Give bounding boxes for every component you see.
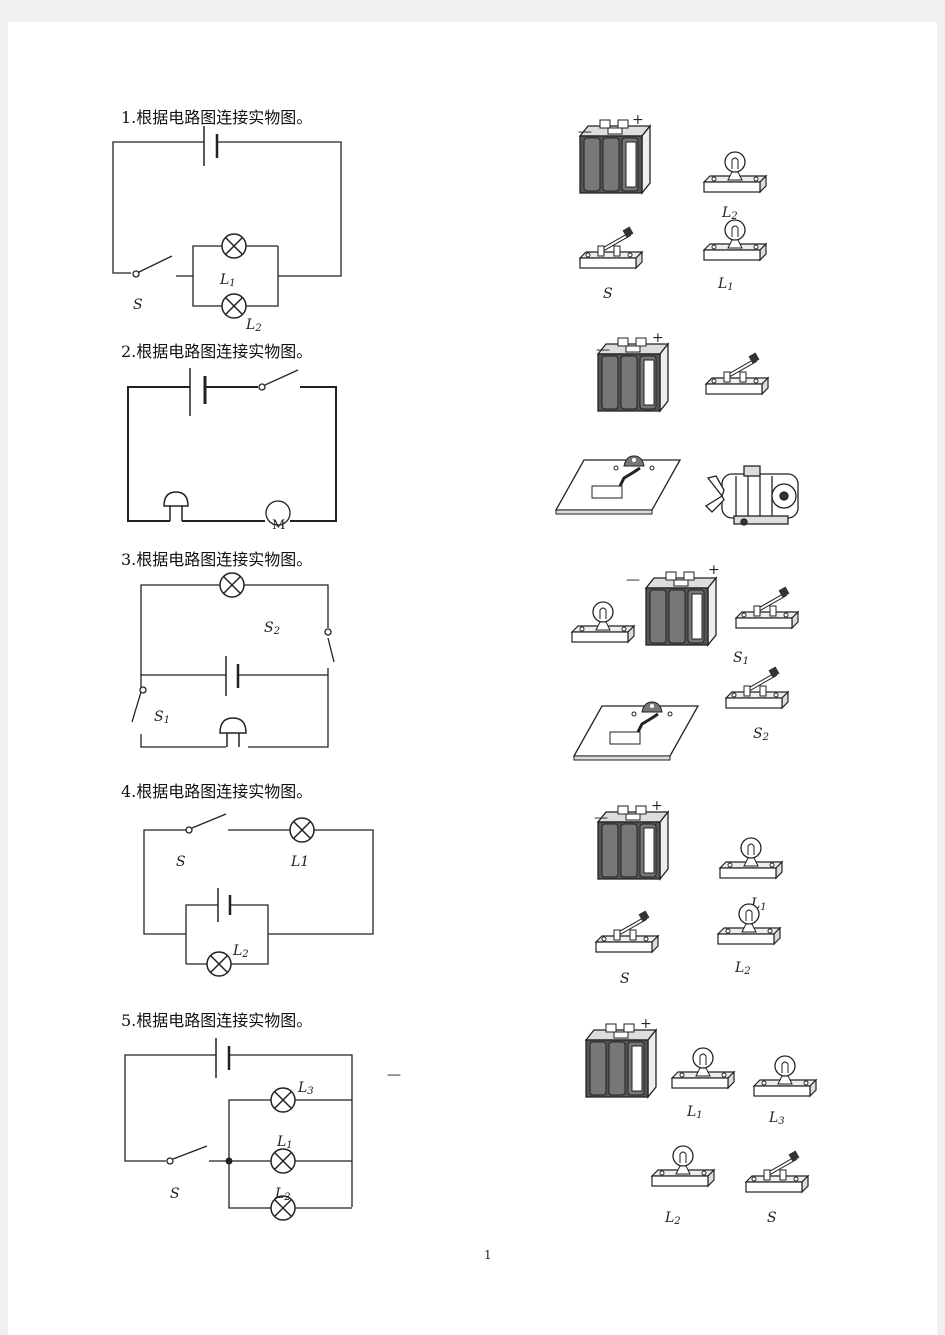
label-l2-obj-q1: L2 (721, 205, 738, 222)
label-l2-obj-q5: L2 (664, 1210, 681, 1227)
switch-object-q5 (744, 1148, 810, 1194)
lamp-object-l1-q5 (671, 1047, 735, 1089)
label-s-q1: S (133, 297, 143, 313)
electric-bell-object-q2 (554, 454, 682, 516)
electric-bell-object-q3 (572, 700, 700, 762)
label-l3-q5: L3 (297, 1080, 314, 1097)
lamp-object-l2-q4 (717, 903, 781, 945)
circuit-2 (127, 368, 337, 526)
switch-object-q2 (704, 350, 770, 396)
switch-object-s2-q3 (724, 664, 790, 710)
battery-object-q4 (597, 805, 669, 880)
battery-object-q3 (645, 571, 717, 646)
lamp-symbol-l1 (221, 233, 247, 259)
label-s2-q3: S2 (264, 620, 280, 637)
label-l1-q1: L1 (219, 272, 236, 289)
minus-sign: — (596, 342, 610, 358)
switch-object-q4 (594, 908, 660, 954)
label-s1-q3: S1 (154, 709, 170, 726)
label-s-q5: S (170, 1186, 180, 1202)
circuit-1 (112, 126, 342, 307)
label-s-obj-q1: S (603, 286, 613, 302)
lamp-object-l1-q1 (703, 219, 767, 261)
question-2-title: 2.根据电路图连接实物图。 (121, 342, 313, 361)
label-l2-q4: L2 (232, 943, 249, 960)
label-l2-q1: L2 (245, 317, 262, 334)
label-l3-obj-q5: L3 (768, 1110, 785, 1127)
question-1-title: 1.根据电路图连接实物图。 (121, 108, 313, 127)
question-3-title: 3.根据电路图连接实物图。 (121, 550, 313, 569)
minus-sign: — (626, 572, 640, 588)
circuit-5 (124, 1038, 353, 1209)
label-s1-obj-q3: S1 (733, 650, 749, 667)
minus-sign: — (594, 810, 608, 826)
plus-sign: + (652, 330, 664, 346)
lamp-symbol-l2-q4 (206, 951, 232, 977)
lamp-object-l2-q5 (651, 1145, 715, 1187)
battery-object-q5 (585, 1023, 657, 1098)
lamp-object-l3-q5 (753, 1055, 817, 1097)
label-l1-q4: L1 (290, 854, 309, 870)
lamp-symbol-l1-q4 (289, 817, 315, 843)
question-4-title: 4.根据电路图连接实物图。 (121, 782, 313, 801)
label-l1-obj-q4: L1 (750, 896, 767, 913)
lamp-symbol-l3-q5 (270, 1087, 296, 1113)
plus-sign: + (651, 798, 663, 814)
plus-sign: + (640, 1016, 652, 1032)
lamp-object-l1-q4 (719, 837, 783, 879)
minus-sign: — (578, 124, 592, 140)
worksheet-page: 1.根据电路图连接实物图。 2.根据电路图连接实物图。 3.根据电路图连接实物图… (8, 22, 937, 1335)
label-s2-obj-q3: S2 (753, 726, 769, 743)
circuit-3 (131, 584, 335, 748)
motor-label-q2: M (272, 518, 285, 533)
plus-sign: + (708, 562, 720, 578)
junction-dot (225, 1157, 233, 1165)
label-l2-q5: L2 (274, 1186, 291, 1203)
lamp-symbol-q3 (219, 572, 245, 598)
lamp-object-l2-q1 (703, 151, 767, 193)
motor-fan-object-q2 (704, 465, 799, 526)
question-5-title: 5.根据电路图连接实物图。 (121, 1011, 313, 1030)
lamp-object-q3 (571, 601, 635, 643)
lamp-symbol-l2 (221, 293, 247, 319)
page-number: 1 (484, 1248, 492, 1262)
circuit-4 (143, 813, 374, 965)
lamp-symbol-l1-q5 (270, 1148, 296, 1174)
label-l1-obj-q5: L1 (686, 1104, 703, 1121)
label-s-q4: S (176, 854, 186, 870)
minus-sign: — (387, 1067, 401, 1083)
label-s-obj-q4: S (620, 971, 630, 987)
plus-sign: + (632, 112, 644, 128)
label-l2-obj-q4: L2 (734, 960, 751, 977)
switch-object-s1-q3 (734, 584, 800, 630)
label-l1-obj-q1: L1 (717, 276, 734, 293)
label-l1-q5: L1 (276, 1134, 293, 1151)
label-s-obj-q5: S (767, 1210, 777, 1226)
switch-object-q1 (578, 224, 644, 270)
